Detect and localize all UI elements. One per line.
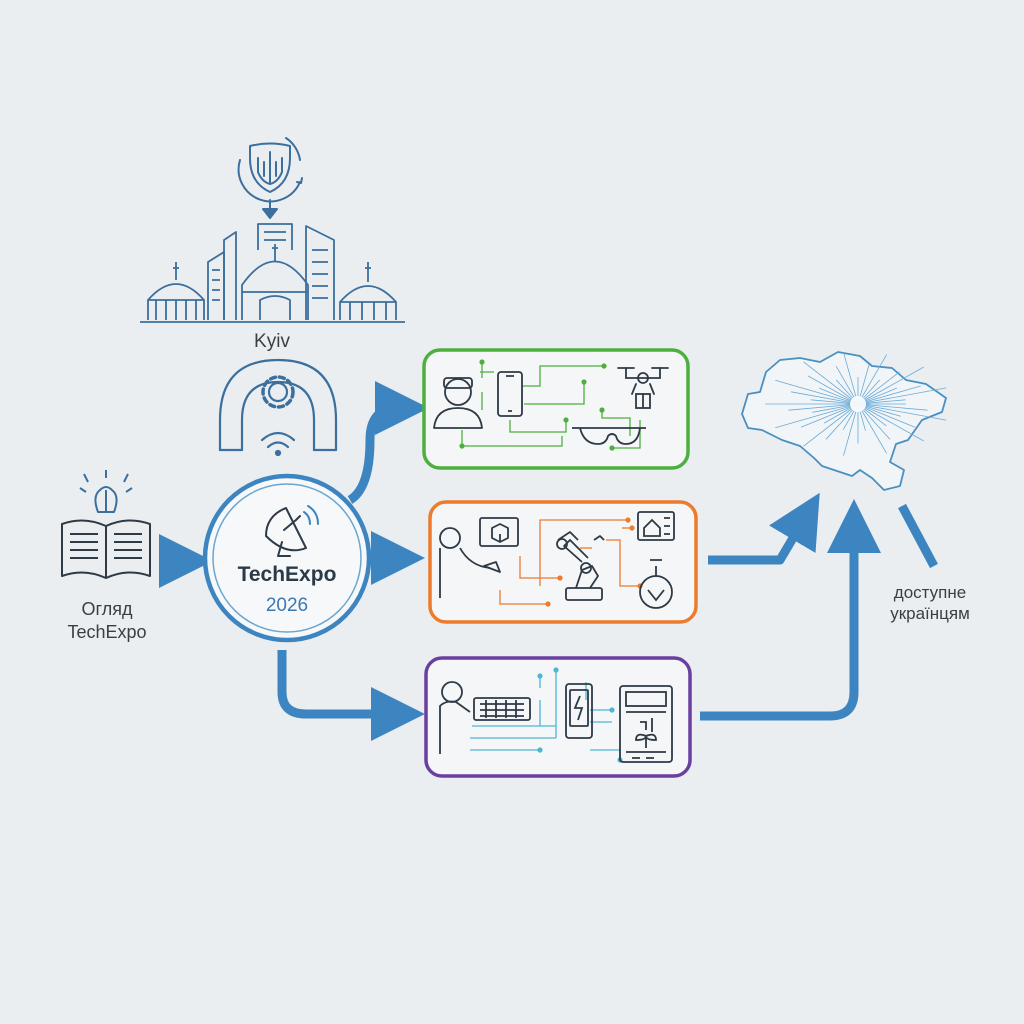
- map-ray: [800, 403, 859, 428]
- smart-glasses-icon: [572, 427, 646, 445]
- map-ray: [775, 379, 859, 405]
- map-ray: [857, 371, 900, 405]
- map-ray: [857, 354, 888, 405]
- flow-arrow-hub-to-purple: [277, 650, 425, 741]
- access-label: доступне українцям: [860, 582, 1000, 625]
- map-ray: [857, 366, 924, 405]
- map-ray: [857, 387, 947, 405]
- map-ray: [857, 403, 916, 428]
- map-ray: [857, 403, 947, 421]
- expo-title: TechExpo: [237, 563, 337, 586]
- map-ray: [857, 403, 924, 442]
- map-ray: [843, 403, 859, 456]
- branch-box-robotics: [428, 500, 698, 624]
- ukraine-trident-shield-icon: [237, 137, 303, 219]
- review-label-line1: Огляд: [81, 599, 133, 619]
- person-keyboard-icon: [439, 681, 531, 754]
- access-label-line1: доступне: [893, 583, 967, 602]
- map-ray: [803, 361, 859, 405]
- vr-headset-person-icon: [433, 377, 483, 429]
- smart-home-icon: [637, 511, 675, 541]
- review-label: Огляд TechExpo: [42, 598, 172, 643]
- gear-arch-wifi-icon: [218, 358, 338, 457]
- map-ray: [857, 385, 921, 405]
- flow-arrow-map-to-access: [898, 503, 938, 569]
- map-ray: [788, 403, 859, 411]
- city-label: Kyiv: [254, 331, 290, 352]
- satellite-dish-icon: [265, 505, 319, 557]
- monowheel-icon: [639, 559, 673, 609]
- robot-arm-icon: [556, 531, 605, 601]
- map-ray: [857, 403, 888, 454]
- review-label-line2: TechExpo: [67, 621, 147, 642]
- map-ray: [803, 403, 859, 447]
- map-ray: [775, 403, 859, 429]
- kyiv-skyline-icon: [140, 223, 405, 323]
- vending-machine-icon: [619, 685, 673, 763]
- map-ray: [808, 375, 859, 405]
- ukraine-map-icon: [741, 351, 947, 491]
- drone-icon: [617, 367, 669, 409]
- smartphone-icon: [497, 371, 523, 417]
- access-label-line2: українцям: [890, 604, 970, 624]
- map-ray: [857, 403, 928, 411]
- branch-box-wearables-drones: [422, 348, 690, 470]
- branch-box-computing-energy: [424, 656, 692, 778]
- map-ray: [843, 352, 859, 405]
- phone-charging-icon: [565, 683, 593, 739]
- techexpo-hub: [202, 473, 372, 643]
- flow-arrow-purple-to-map: [700, 499, 881, 721]
- person-tablet-icon: [439, 517, 519, 598]
- expo-year: 2026: [265, 595, 309, 616]
- map-ray: [790, 391, 859, 405]
- flow-arrow-hub-to-green: [347, 381, 429, 504]
- open-book-brain-icon: [61, 470, 151, 579]
- flow-arrow-orange-to-map: [708, 492, 820, 565]
